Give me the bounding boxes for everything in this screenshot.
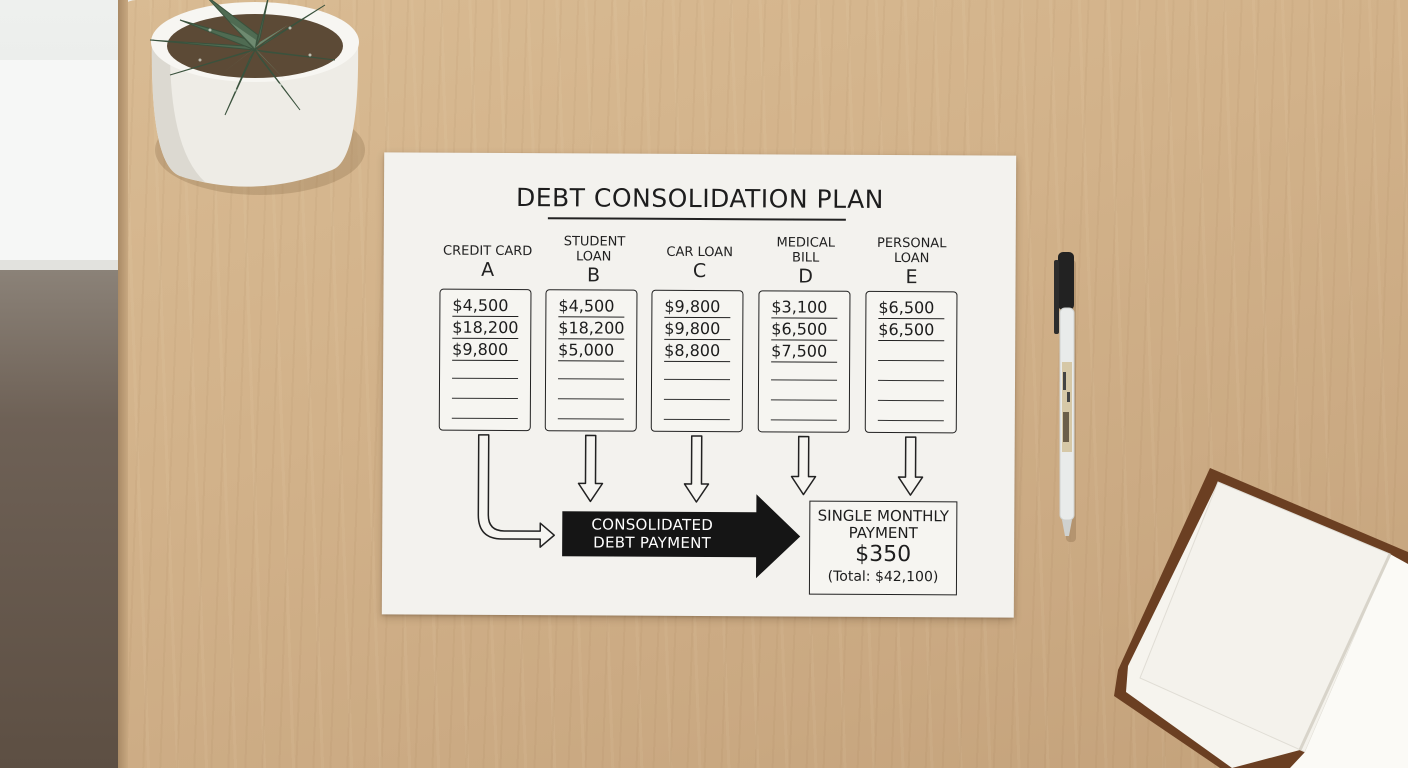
result-label-line2: PAYMENT bbox=[848, 523, 918, 543]
notebook-icon bbox=[1114, 468, 1408, 768]
consolidated-line2: DEBT PAYMENT bbox=[593, 533, 712, 553]
arrow-b-icon bbox=[577, 434, 604, 503]
big-arrow-icon bbox=[562, 494, 801, 579]
consolidated-line1: CONSOLIDATED bbox=[591, 515, 714, 535]
arrow-c-icon bbox=[683, 435, 710, 503]
debt-plan-sheet: DEBT CONSOLIDATION PLAN CREDIT CARD A ST… bbox=[381, 152, 1017, 618]
consolidated-label: CONSOLIDATED DEBT PAYMENT bbox=[562, 515, 742, 552]
result-label-line1: SINGLE MONTHLY bbox=[817, 506, 950, 526]
arrow-d-icon bbox=[790, 435, 817, 496]
window bbox=[0, 60, 136, 270]
arrow-e-icon bbox=[897, 436, 924, 496]
flow-arrows bbox=[477, 434, 924, 579]
pen-icon bbox=[1054, 252, 1076, 542]
result-box: SINGLE MONTHLY PAYMENT $350 (Total: $42,… bbox=[808, 500, 958, 596]
desk-edge bbox=[118, 0, 128, 768]
arrow-a-icon bbox=[477, 434, 555, 548]
total-amount: (Total: $42,100) bbox=[827, 568, 939, 586]
floor-shadow bbox=[0, 270, 140, 768]
succulent-plant-icon bbox=[149, 0, 365, 195]
monthly-payment-amount: $350 bbox=[855, 541, 912, 568]
